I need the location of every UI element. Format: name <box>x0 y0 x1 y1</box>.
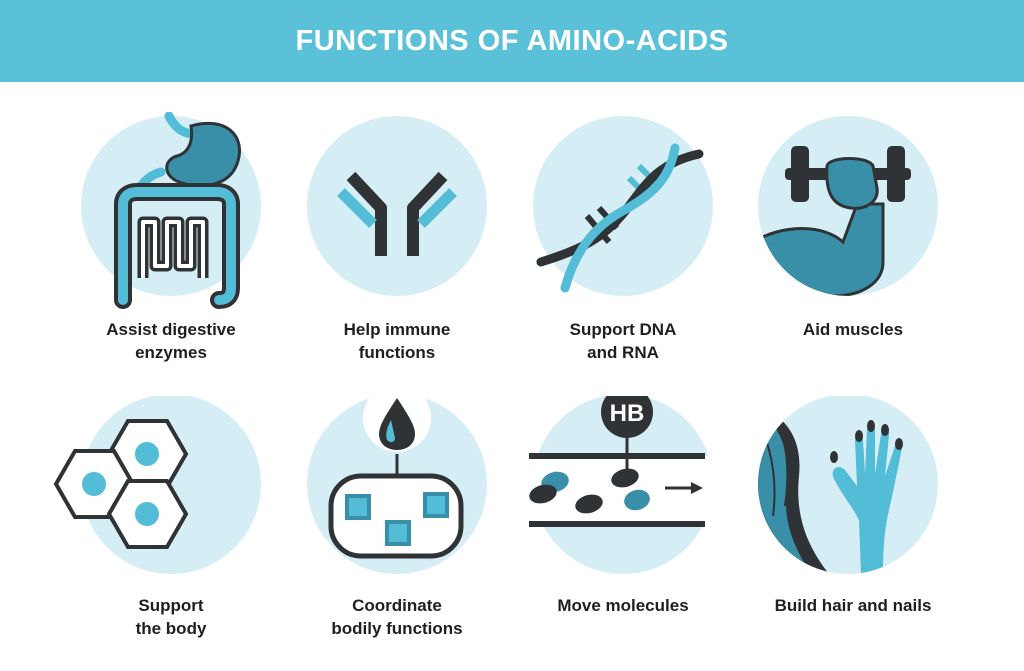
function-label: Support DNA and RNA <box>569 320 677 362</box>
function-tile-immune: Help immune functions <box>277 112 517 382</box>
hb-label: HB <box>610 400 645 427</box>
hexagon-cells-icon <box>53 396 261 574</box>
hb-transport-icon: HB <box>529 396 713 574</box>
function-tile-body: Support the body <box>51 396 291 666</box>
function-label: Help immune functions <box>343 320 451 362</box>
function-label: Coordinate bodily functions <box>331 596 463 638</box>
dumbbell-arm-icon <box>758 116 938 296</box>
function-label: Support the body <box>135 596 207 638</box>
hair-hand-icon <box>758 396 938 574</box>
digestive-system-icon <box>81 112 261 309</box>
function-tile-muscles: Aid muscles <box>733 112 973 382</box>
function-label: Aid muscles <box>802 320 904 339</box>
cell-droplet-icon <box>307 396 487 574</box>
function-label: Move molecules <box>557 596 689 615</box>
function-tile-molecules: HB Move molecules <box>503 396 743 666</box>
function-label: Assist digestive enzymes <box>106 320 236 362</box>
dna-icon <box>533 116 713 296</box>
page-title: FUNCTIONS OF AMINO-ACIDS <box>295 24 729 57</box>
function-tile-hair-nails: Build hair and nails <box>733 396 973 666</box>
antibody-icon <box>307 116 487 296</box>
function-tile-digestive: Assist digestive enzymes <box>51 112 291 382</box>
function-label: Build hair and nails <box>774 596 932 615</box>
function-tile-dna: Support DNA and RNA <box>503 112 743 382</box>
header-banner: FUNCTIONS OF AMINO-ACIDS <box>0 0 1024 82</box>
function-tile-coordinate: Coordinate bodily functions <box>277 396 517 666</box>
